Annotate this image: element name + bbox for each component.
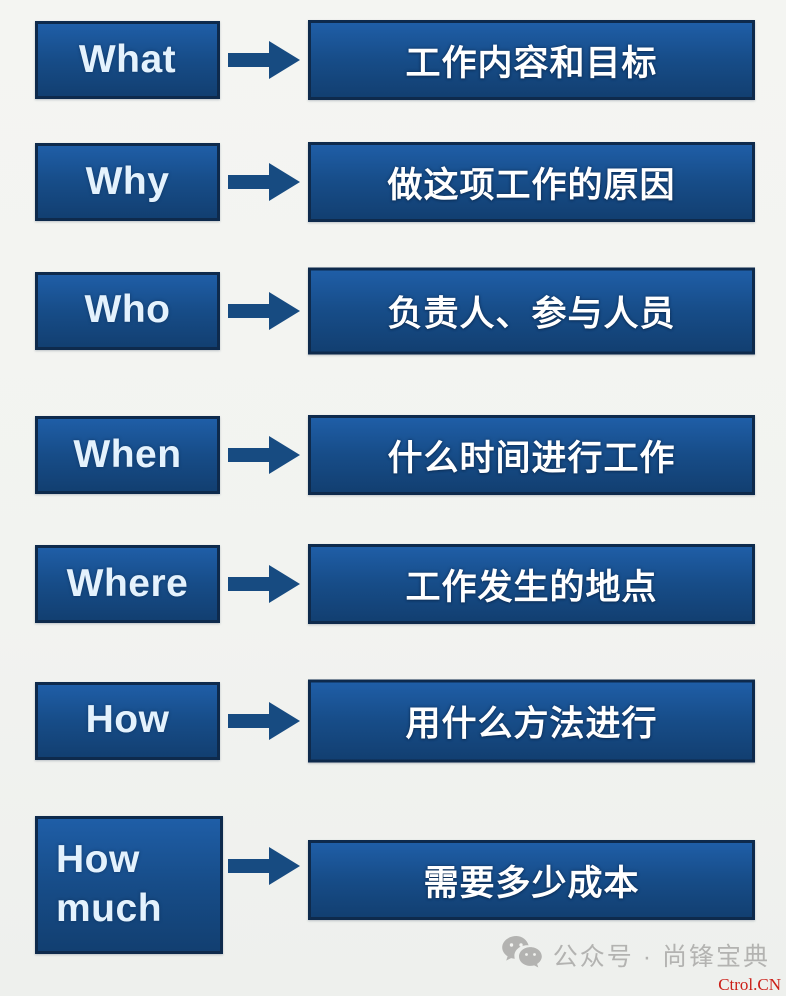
description-box-how: 用什么方法进行 [308, 679, 755, 762]
keyword-box-when: When [35, 416, 220, 494]
description-box-how-much: 需要多少成本 [308, 840, 755, 920]
right-arrow-icon [228, 433, 300, 477]
keyword-box-how: How [35, 681, 220, 760]
keyword-label: Where [66, 561, 189, 605]
right-arrow-icon [228, 38, 300, 82]
keyword-box-where: Where [35, 545, 220, 623]
description-label: 负责人、参与人员 [387, 294, 676, 333]
right-arrow-icon [228, 289, 300, 333]
description-label: 需要多少成本 [423, 863, 640, 903]
description-label: 用什么方法进行 [405, 704, 658, 743]
diagram-row-why: Why 做这项工作的原因 [0, 141, 786, 223]
keyword-box-how-much: How much [35, 816, 223, 954]
description-label: 工作内容和目标 [405, 43, 658, 83]
diagram-row-who: Who 负责人、参与人员 [0, 267, 786, 354]
right-arrow-icon [228, 160, 300, 204]
diagram-row-how-much: How much 需要多少成本 [0, 816, 786, 954]
description-box-what: 工作内容和目标 [308, 20, 755, 100]
keyword-label: When [73, 432, 182, 476]
wechat-icon [501, 935, 543, 974]
description-box-who: 负责人、参与人员 [308, 267, 755, 354]
keyword-box-who: Who [35, 271, 220, 350]
keyword-box-why: Why [35, 143, 220, 221]
right-arrow-icon [228, 562, 300, 606]
diagram-row-how: How 用什么方法进行 [0, 679, 786, 762]
keyword-label: Why [85, 159, 170, 203]
diagram-row-where: Where 工作发生的地点 [0, 544, 786, 624]
keyword-label: What [78, 37, 177, 81]
diagram-row-when: When 什么时间进行工作 [0, 412, 786, 498]
site-watermark: Ctrol.CN [718, 975, 781, 994]
keyword-box-what: What [35, 21, 220, 99]
description-label: 什么时间进行工作 [387, 438, 676, 478]
description-box-where: 工作发生的地点 [308, 544, 755, 624]
right-arrow-icon [228, 844, 300, 888]
right-arrow-icon [228, 699, 300, 743]
wechat-account-label: 公众号 · 尚锋宝典 [552, 942, 770, 971]
keyword-label: How [85, 698, 170, 742]
description-box-why: 做这项工作的原因 [308, 142, 755, 222]
description-label: 做这项工作的原因 [387, 165, 676, 205]
keyword-label: Who [84, 288, 171, 332]
description-label: 工作发生的地点 [405, 567, 658, 607]
footer-watermark: 公众号 · 尚锋宝典 [501, 935, 770, 974]
keyword-label: How much [56, 838, 163, 930]
description-box-when: 什么时间进行工作 [308, 415, 755, 495]
diagram-row-what: What 工作内容和目标 [0, 20, 786, 100]
